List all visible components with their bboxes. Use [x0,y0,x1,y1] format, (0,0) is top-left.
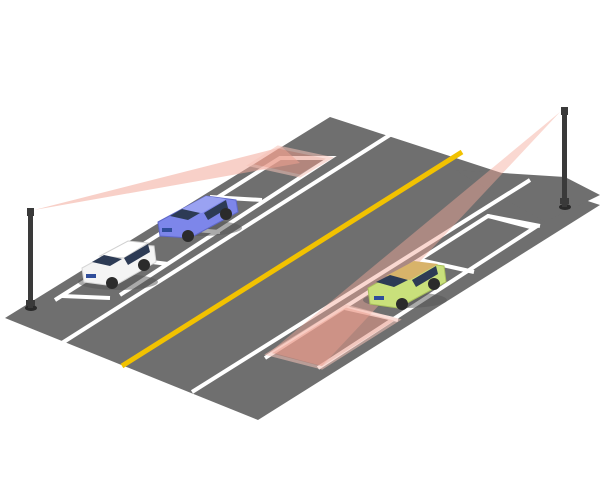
left-detection-beam [34,145,335,210]
left-pole-head [27,208,34,216]
blue-sedan-windshield [170,209,200,220]
blue-sedan-wheel-rear [220,208,232,220]
right-pole-head [561,107,568,115]
white-suv-wheel-front [106,277,118,289]
green-suv-side-window [412,266,438,287]
white-suv [78,240,158,290]
left-beam-zone [246,145,335,178]
white-suv-windshield [92,255,122,266]
right-beam-cone [270,112,560,366]
right-bay-line-2 [419,258,475,274]
blue-sedan [157,195,242,242]
white-suv-roof [98,240,150,259]
right-pole-ring [560,198,569,204]
left-lane-divider [60,131,395,345]
green-suv-plate [374,296,384,300]
white-suv-plate [86,274,96,278]
green-suv-windshield [376,275,408,287]
green-suv [363,261,447,310]
left-beam-cone [34,147,300,210]
left-bay-line-1 [61,294,111,300]
right-lane-divider [190,178,532,394]
right-sensor-pole [559,107,571,210]
green-suv-roof [386,261,438,280]
left-pole-ring [26,300,35,306]
right-beam-zone [264,304,402,370]
right-detection-beam [264,112,560,370]
blue-sedan-roof [180,196,226,213]
right-curb-line [487,214,541,228]
right-pole-shaft [562,114,567,207]
blue-sedan-wheel-front [182,230,194,242]
white-suv-side-window [124,244,150,265]
white-suv-wheel-rear [138,259,150,271]
green-suv-wheel-rear [428,278,440,290]
left-pole-shaft [28,214,33,308]
left-sensor-pole [25,208,37,311]
green-suv-wheel-front [396,298,408,310]
center-yellow-line [120,149,464,369]
blue-sedan-side-window [204,200,228,220]
blue-sedan-plate [162,228,172,232]
